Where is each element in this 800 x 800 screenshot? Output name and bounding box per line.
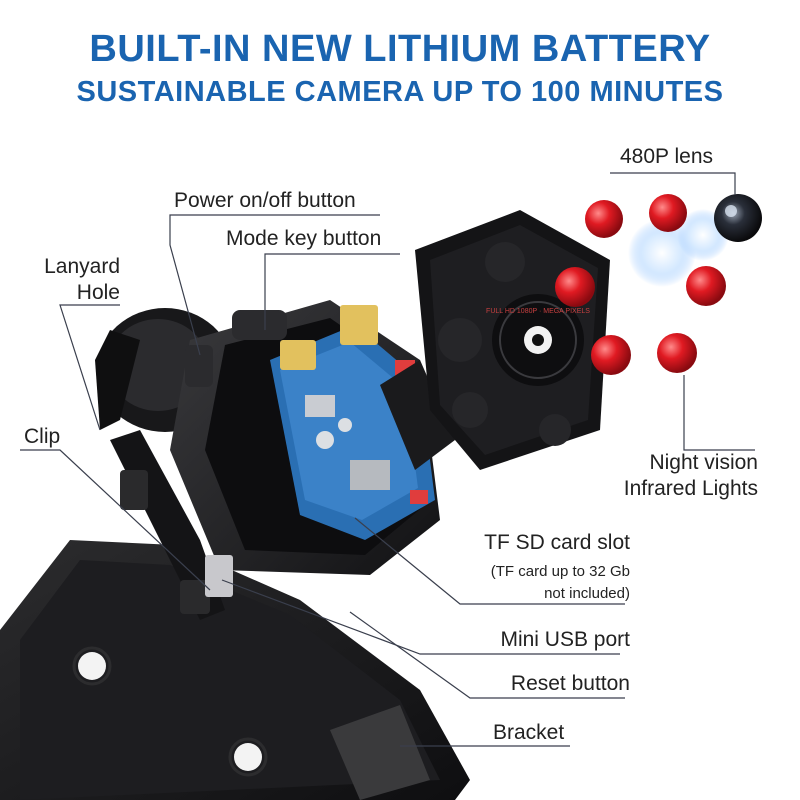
label-clip: Clip	[24, 425, 61, 448]
label-tf-note-line2: not included)	[544, 585, 630, 602]
ir-led-icon	[657, 333, 697, 373]
label-lanyard-line2: Hole	[76, 281, 120, 304]
ir-led-icon	[591, 335, 631, 375]
label-mini-usb: Mini USB port	[500, 628, 630, 651]
ir-led-icon	[649, 194, 687, 232]
lens-ring-text: FULL HD 1080P · MEGA PIXELS	[486, 308, 590, 315]
tf-slot	[205, 555, 233, 597]
lens-icon	[714, 194, 762, 242]
label-lanyard-hole: Lanyard Hole	[20, 254, 120, 306]
label-bracket: Bracket	[493, 721, 565, 744]
headline-subtitle: SUSTAINABLE CAMERA UP TO 100 MINUTES	[76, 76, 724, 108]
ir-led-icon	[555, 267, 595, 307]
label-tf-note: (TF card up to 32 Gb not included)	[430, 561, 630, 605]
label-reset-button: Reset button	[510, 672, 630, 695]
mode-button	[185, 345, 213, 387]
label-tf-note-line1: (TF card up to 32 Gb	[490, 563, 630, 580]
ir-cluster	[555, 194, 762, 375]
bracket-plate	[0, 540, 470, 800]
label-night-line2: Infrared Lights	[623, 477, 758, 500]
label-night-line1: Night vision	[649, 451, 758, 474]
headline-title: BUILT-IN NEW LITHIUM BATTERY	[89, 28, 711, 70]
clip-hinge	[110, 430, 225, 620]
pcb-board	[270, 305, 455, 540]
label-power-button: Power on/off button	[174, 189, 356, 212]
label-mode-button: Mode key button	[226, 227, 382, 250]
ir-led-icon	[686, 266, 726, 306]
label-tf-slot: TF SD card slot	[484, 531, 630, 554]
label-lens: 480P lens	[620, 145, 714, 168]
ir-led-icon	[585, 200, 623, 238]
power-button	[232, 310, 287, 340]
label-lanyard-line1: Lanyard	[44, 255, 120, 278]
label-night-vision: Night vision Infrared Lights	[560, 450, 758, 502]
leader-lines	[20, 172, 755, 747]
